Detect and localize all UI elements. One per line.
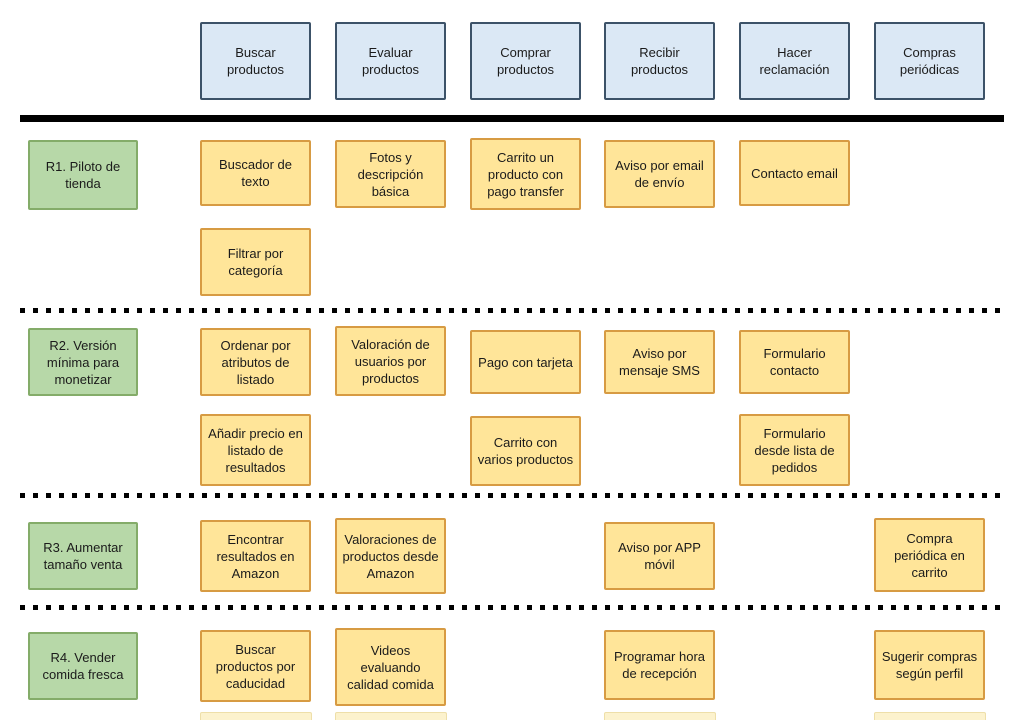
story-carrito-varios-productos[interactable]: Carrito con varios productos bbox=[470, 416, 581, 486]
story-encontrar-resultados-amazon[interactable]: Encontrar resultados en Amazon bbox=[200, 520, 311, 592]
story-programar-hora-recepcion[interactable]: Programar hora de recepción bbox=[604, 630, 715, 700]
story-fotos-descripcion-basica[interactable]: Fotos y descripción básica bbox=[335, 140, 446, 208]
story-aviso-mensaje-sms[interactable]: Aviso por mensaje SMS bbox=[604, 330, 715, 394]
story-carrito-un-producto-pago-transfer[interactable]: Carrito un producto con pago transfer bbox=[470, 138, 581, 210]
story-compra-periodica-carrito[interactable]: Compra periódica en carrito bbox=[874, 518, 985, 592]
release-separator-2 bbox=[20, 493, 1006, 498]
story-valoraciones-desde-amazon[interactable]: Valoraciones de productos desde Amazon bbox=[335, 518, 446, 594]
story-aviso-email-envio[interactable]: Aviso por email de envío bbox=[604, 140, 715, 208]
story-videos-calidad-comida[interactable]: Videos evaluando calidad comida bbox=[335, 628, 446, 706]
cutoff-card-ghost bbox=[604, 712, 716, 720]
release-r2[interactable]: R2. Versión mínima para monetizar bbox=[28, 328, 138, 396]
release-r4[interactable]: R4. Vender comida fresca bbox=[28, 632, 138, 700]
activity-comprar-productos[interactable]: Comprar productos bbox=[470, 22, 581, 100]
release-separator-1 bbox=[20, 308, 1006, 313]
story-sugerir-compras-perfil[interactable]: Sugerir compras según perfil bbox=[874, 630, 985, 700]
release-r1[interactable]: R1. Piloto de tienda bbox=[28, 140, 138, 210]
story-contacto-email[interactable]: Contacto email bbox=[739, 140, 850, 206]
cutoff-card-ghost bbox=[874, 712, 986, 720]
story-ordenar-por-atributos[interactable]: Ordenar por atributos de listado bbox=[200, 328, 311, 396]
activity-buscar-productos[interactable]: Buscar productos bbox=[200, 22, 311, 100]
cutoff-card-ghost bbox=[200, 712, 312, 720]
activity-evaluar-productos[interactable]: Evaluar productos bbox=[335, 22, 446, 100]
story-formulario-contacto[interactable]: Formulario contacto bbox=[739, 330, 850, 394]
activity-recibir-productos[interactable]: Recibir productos bbox=[604, 22, 715, 100]
story-buscador-de-texto[interactable]: Buscador de texto bbox=[200, 140, 311, 206]
activity-hacer-reclamacion[interactable]: Hacer reclamación bbox=[739, 22, 850, 100]
release-r3[interactable]: R3. Aumentar tamaño venta bbox=[28, 522, 138, 590]
backbone-line bbox=[20, 115, 1004, 122]
story-aviso-app-movil[interactable]: Aviso por APP móvil bbox=[604, 522, 715, 590]
story-formulario-lista-pedidos[interactable]: Formulario desde lista de pedidos bbox=[739, 414, 850, 486]
story-pago-con-tarjeta[interactable]: Pago con tarjeta bbox=[470, 330, 581, 394]
story-filtrar-por-categoria[interactable]: Filtrar por categoría bbox=[200, 228, 311, 296]
story-valoracion-usuarios[interactable]: Valoración de usuarios por productos bbox=[335, 326, 446, 396]
activity-compras-periodicas[interactable]: Compras periódicas bbox=[874, 22, 985, 100]
release-separator-3 bbox=[20, 605, 1006, 610]
story-buscar-por-caducidad[interactable]: Buscar productos por caducidad bbox=[200, 630, 311, 702]
cutoff-card-ghost bbox=[335, 712, 447, 720]
story-anadir-precio-listado[interactable]: Añadir precio en listado de resultados bbox=[200, 414, 311, 486]
